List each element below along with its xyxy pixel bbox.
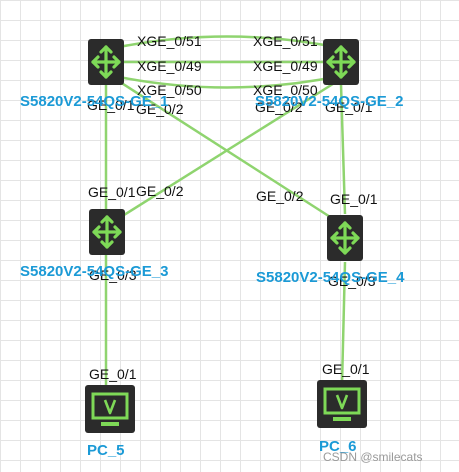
device-pc5[interactable]: [83, 383, 137, 435]
links: [104, 35, 347, 390]
link-sw2-sw3: [115, 80, 337, 222]
device-sw1[interactable]: [86, 37, 126, 87]
port-label: GE_0/1: [330, 191, 378, 207]
port-label: XGE_0/51: [253, 33, 318, 49]
port-label: GE_0/2: [256, 188, 304, 204]
port-labels: XGE_0/51 XGE_0/49 XGE_0/50 XGE_0/51 XGE_…: [87, 33, 378, 382]
device-sw4[interactable]: [325, 213, 365, 263]
device-name-sw1: S5820V2-54QS-GE_1: [20, 93, 168, 110]
port-label: GE_0/1: [322, 361, 370, 377]
device-name-pc5: PC_5: [87, 442, 125, 459]
port-label: GE_0/3: [328, 273, 376, 289]
port-label: GE_0/1: [88, 184, 136, 200]
port-label: GE_0/1: [87, 97, 135, 113]
port-label: XGE_0/50: [137, 82, 202, 98]
port-label: GE_0/2: [136, 183, 184, 199]
link-sw2-sw4: [339, 83, 347, 215]
router-icon: [87, 207, 127, 257]
port-label: XGE_0/49: [137, 58, 202, 74]
watermark-text: CSDN @smilecats: [323, 450, 423, 464]
pc-monitor-icon: [315, 378, 369, 430]
port-label: GE_0/3: [89, 267, 137, 283]
device-name-pc6: PC_6: [319, 438, 357, 455]
device-labels: S5820V2-54QS-GE_1 S5820V2-54QS-GE_2 S582…: [20, 93, 405, 459]
port-label: XGE_0/49: [253, 58, 318, 74]
port-label: XGE_0/50: [253, 82, 318, 98]
port-label: GE_0/2: [136, 101, 184, 117]
link-sw4-pc6: [340, 261, 347, 386]
port-label: GE_0/2: [255, 99, 303, 115]
link-sw1-sw2-xge51: [113, 35, 341, 50]
device-name-sw3: S5820V2-54QS-GE_3: [20, 263, 168, 280]
device-name-sw4: S5820V2-54QS-GE_4: [256, 269, 405, 286]
port-label: XGE_0/51: [137, 33, 202, 49]
device-sw3[interactable]: [87, 207, 127, 257]
link-sw1-sw4: [119, 80, 339, 224]
port-label: GE_0/1: [89, 366, 137, 382]
router-icon: [325, 213, 365, 263]
device-pc6[interactable]: [315, 378, 369, 430]
router-icon: [86, 37, 126, 87]
router-icon: [321, 37, 361, 87]
link-sw1-sw2-xge50: [113, 74, 341, 89]
device-sw2[interactable]: [321, 37, 361, 87]
port-label: GE_0/1: [325, 99, 373, 115]
device-name-sw2: S5820V2-54QS-GE_2: [255, 93, 403, 110]
pc-monitor-icon: [83, 383, 137, 435]
